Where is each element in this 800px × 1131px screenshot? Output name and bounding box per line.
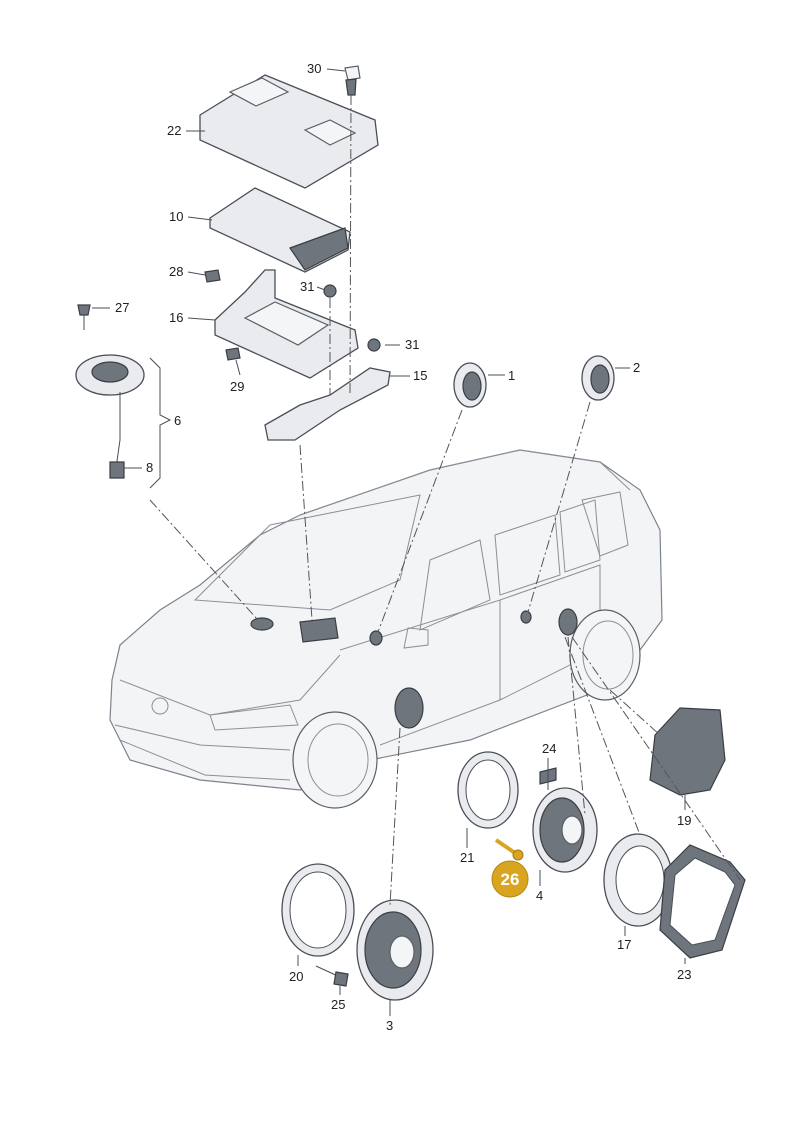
label-22: 22 [167, 123, 181, 138]
tweeter-part-1 [453, 362, 487, 408]
label-30: 30 [307, 61, 321, 76]
ring-part-21 [457, 751, 519, 829]
label-15: 15 [413, 368, 427, 383]
highlight-badge [491, 860, 529, 898]
label-29: 29 [230, 379, 244, 394]
tweeter-part-6 [75, 354, 172, 489]
label-21: 21 [460, 850, 474, 865]
label-26-highlighted: 26 [501, 870, 520, 889]
vehicle-illustration [109, 449, 663, 809]
label-3: 3 [386, 1018, 393, 1033]
label-27: 27 [115, 300, 129, 315]
speaker-part-4 [532, 787, 598, 873]
label-2: 2 [633, 360, 640, 375]
assignment-lines [149, 94, 741, 906]
rivet-part-25 [315, 965, 349, 987]
label-25: 25 [331, 997, 345, 1012]
bracket-part-16 [214, 269, 359, 379]
label-28: 28 [169, 264, 183, 279]
control-unit-part-10 [209, 187, 351, 273]
label-8: 8 [146, 460, 153, 475]
gasket-part-23 [659, 844, 746, 959]
sound-deadening-part-19 [649, 707, 726, 796]
label-24: 24 [542, 741, 556, 756]
label-31-bottom: 31 [405, 337, 419, 352]
label-19: 19 [677, 813, 691, 828]
label-17: 17 [617, 937, 631, 952]
fasteners-top [77, 65, 381, 361]
bracket-part-15 [264, 367, 391, 441]
label-1: 1 [508, 368, 515, 383]
label-20: 20 [289, 969, 303, 984]
part-number-labels: 30 22 10 28 31 16 27 31 15 1 2 29 6 8 24… [115, 61, 691, 1033]
tweeter-part-2 [581, 355, 615, 401]
label-31-top: 31 [300, 279, 314, 294]
label-leaders [92, 68, 686, 1016]
adapter-part-17 [603, 833, 673, 927]
label-6: 6 [174, 413, 181, 428]
rivet-part-24 [539, 762, 557, 790]
speaker-part-3 [356, 899, 434, 1001]
label-23: 23 [677, 967, 691, 982]
cover-part-22 [199, 74, 379, 189]
screw-part-26 [494, 838, 524, 861]
label-16: 16 [169, 310, 183, 325]
label-4: 4 [536, 888, 543, 903]
ring-part-20 [281, 863, 355, 957]
label-10: 10 [169, 209, 183, 224]
